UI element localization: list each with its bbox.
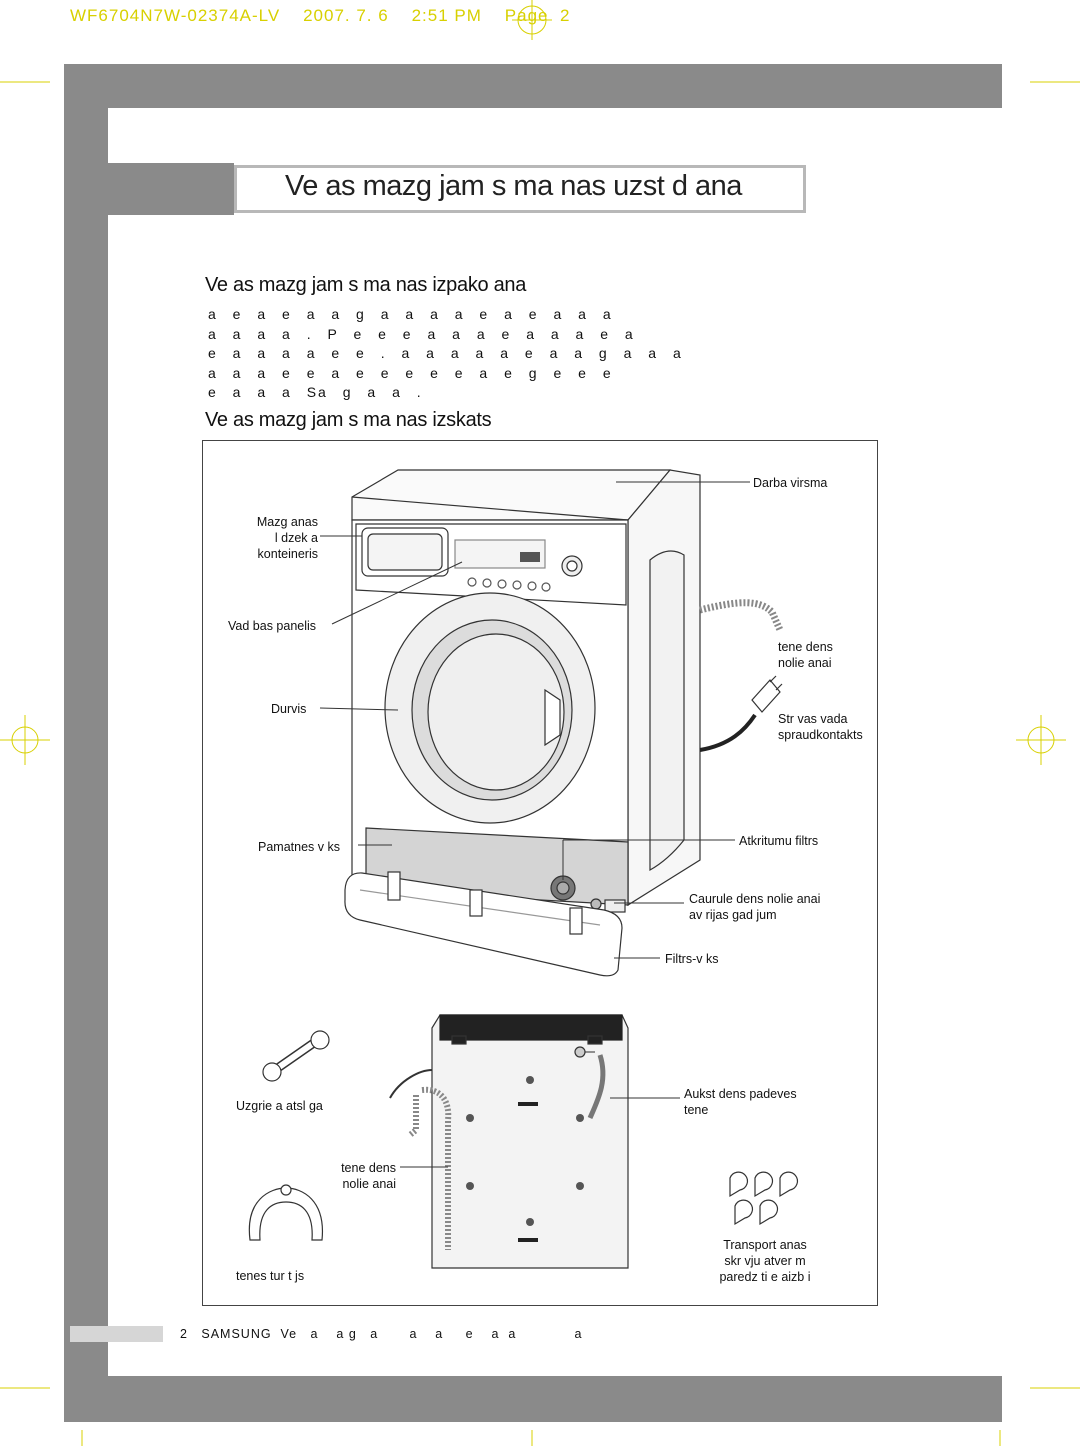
drain-hose: [699, 599, 784, 632]
frame-title-accent: [108, 163, 234, 215]
label-door: Durvis: [271, 702, 307, 716]
footer-accent-bar: [70, 1326, 163, 1342]
label-line: skr vju atver m: [724, 1254, 806, 1268]
hose-guide: [248, 1187, 323, 1241]
label-filter-cover: Filtrs-v ks: [665, 952, 719, 966]
figure-frame: [202, 440, 878, 1306]
footer-brand: SAMSUNG: [201, 1327, 272, 1341]
frame-bottom-bar: [108, 1376, 1002, 1422]
label-line: Str vas vada: [778, 712, 848, 726]
label-line: konteineris: [257, 547, 318, 561]
paragraph-line: a a a a . P e e e a a a e a a a e a: [208, 325, 635, 342]
label-line: av rijas gad jum: [689, 908, 777, 922]
label-hose-guide: tenes tur t js: [236, 1269, 305, 1283]
page-title: Ve as mazg jam s ma nas uzst d ana: [285, 170, 742, 202]
label-emergency-drain: Caurule dens nolie anai av rijas gad jum: [689, 891, 820, 923]
machine-back: [431, 1014, 629, 1269]
power-cord: [699, 713, 757, 752]
label-spanner: Uzgrie a atsl ga: [236, 1099, 323, 1113]
leader-lines: [319, 481, 750, 1168]
section-title-overview: Ve as mazg jam s ma nas izskats: [205, 409, 492, 431]
label-line: tene dens: [778, 640, 833, 654]
paragraph-line: e a a a Sa g a a .: [208, 384, 423, 400]
label-line: l dzek a: [274, 531, 318, 545]
paragraph-line: e a a a a e e . a a a a a e a a g a a a: [208, 345, 683, 361]
water-inlet-hose: [587, 1054, 606, 1120]
section-title-unpacking: Ve as mazg jam s ma nas izpako ana: [205, 274, 527, 296]
label-line: Aukst dens padeves: [684, 1087, 797, 1101]
paragraph-line: a a a e e a e e e e e a e g e e e: [208, 364, 613, 381]
label-detergent-drawer: Mazg anas l dzek a konteineris: [220, 514, 318, 562]
frame-top-bar: [64, 64, 1002, 108]
page-title-box: [234, 165, 806, 213]
label-pump-filter: Atkritumu filtrs: [739, 834, 819, 848]
plug: [751, 679, 781, 713]
label-power-cord: Str vas vada spraudkontakts: [778, 711, 863, 743]
footer: 2 SAMSUNG Ve a a g a a a e a a a: [180, 1327, 582, 1341]
label-line: nolie anai: [778, 656, 832, 670]
label-drain-hose: tene dens nolie anai: [778, 639, 833, 671]
label-control-panel: Vad bas panelis: [228, 619, 317, 633]
label-line: paredz ti e aizb i: [719, 1270, 811, 1284]
machine-top: [351, 469, 672, 521]
label-line: Mazg anas: [256, 515, 318, 529]
transit-bolt-caps: [729, 1171, 798, 1226]
label-line: nolie anai: [342, 1177, 396, 1191]
label-base-cover: Pamatnes v ks: [258, 840, 340, 854]
label-line: Transport anas: [723, 1238, 807, 1252]
page-number: 2: [180, 1327, 188, 1341]
label-line: tene: [684, 1103, 709, 1117]
transit-bolt-holes: [466, 1076, 584, 1226]
label-worktop: Darba virsma: [753, 476, 828, 490]
label-transit-bolts: Transport anas skr vju atver m paredz ti…: [690, 1237, 840, 1285]
intro-paragraph: a e a e a a g a a a a e a e a a a a a a …: [208, 305, 878, 403]
paragraph-line: a e a e a a g a a a a e a e a a a: [208, 306, 613, 322]
label-hot-water-hose: Aukst dens padeves tene: [684, 1086, 797, 1118]
label-line: spraudkontakts: [778, 728, 863, 742]
footer-text: Ve a a g a a a e a a a: [280, 1327, 583, 1341]
label-line: Caurule dens nolie anai: [689, 892, 821, 906]
label-drain-hose-back: tene dens nolie anai: [296, 1160, 396, 1192]
frame-left-bar: [64, 108, 108, 1422]
label-line: tene dens: [341, 1161, 396, 1175]
base-cover-tray: [344, 872, 623, 977]
back-drain-hose: [421, 1086, 452, 1250]
